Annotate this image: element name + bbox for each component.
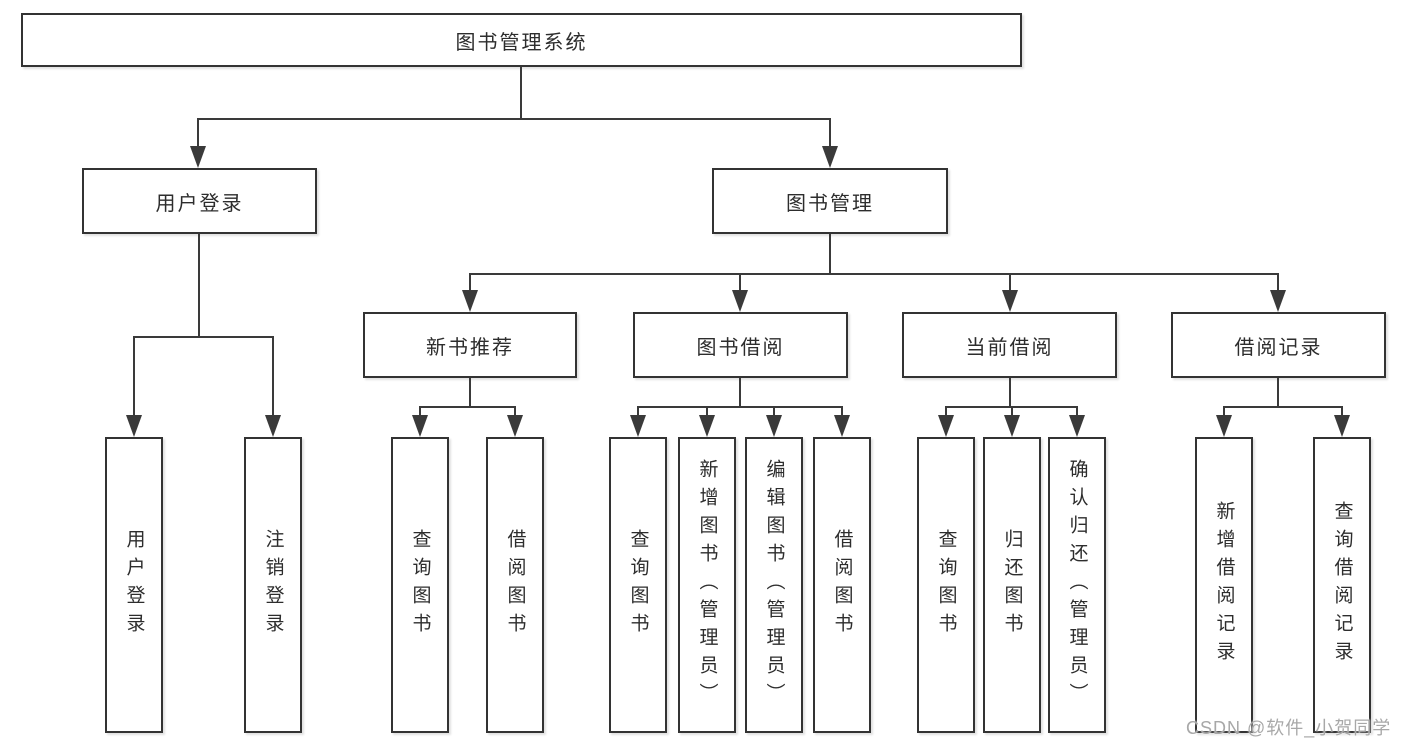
node-new-book-recommend: 新书推荐 bbox=[363, 312, 577, 378]
leaf-label: 借阅图书 bbox=[831, 529, 853, 641]
leaf-edit-books-admin: 编辑图书（管理员） bbox=[745, 437, 803, 733]
leaf-query-books-3: 查询图书 bbox=[917, 437, 975, 733]
leaf-label: 归还图书 bbox=[1001, 529, 1023, 641]
connector-line bbox=[739, 273, 741, 293]
csdn-watermark: CSDN @软件_小贺同学 bbox=[1186, 718, 1392, 738]
arrow-down-icon bbox=[834, 415, 850, 437]
arrow-down-icon bbox=[265, 415, 281, 437]
leaf-query-books-1: 查询图书 bbox=[391, 437, 449, 733]
arrow-down-icon bbox=[732, 290, 748, 312]
connector-line bbox=[469, 273, 471, 293]
leaf-logout: 注销登录 bbox=[244, 437, 302, 733]
leaf-add-borrow-record: 新增借阅记录 bbox=[1195, 437, 1253, 733]
connector-line bbox=[419, 406, 421, 418]
connector-line bbox=[1341, 406, 1343, 418]
leaf-label: 新增图书（管理员） bbox=[696, 459, 718, 711]
connector-line bbox=[272, 336, 274, 417]
connector-line bbox=[1009, 273, 1011, 293]
leaf-label: 用户登录 bbox=[123, 529, 145, 641]
leaf-label: 确认归还（管理员） bbox=[1066, 459, 1088, 711]
connector-line bbox=[469, 273, 1279, 275]
node-root-library-system: 图书管理系统 bbox=[21, 13, 1022, 67]
connector-line bbox=[197, 118, 831, 120]
arrow-down-icon bbox=[1069, 415, 1085, 437]
leaf-label: 新增借阅记录 bbox=[1213, 501, 1235, 669]
connector-line bbox=[739, 378, 741, 406]
connector-line bbox=[637, 406, 843, 408]
connector-line bbox=[419, 406, 516, 408]
leaf-label: 借阅图书 bbox=[504, 529, 526, 641]
connector-line bbox=[1277, 273, 1279, 293]
node-current-borrowing: 当前借阅 bbox=[902, 312, 1117, 378]
leaf-confirm-return-admin: 确认归还（管理员） bbox=[1048, 437, 1106, 733]
connector-line bbox=[1223, 406, 1343, 408]
connector-line bbox=[945, 406, 947, 418]
connector-line bbox=[198, 234, 200, 336]
arrow-down-icon bbox=[630, 415, 646, 437]
node-user-login: 用户登录 bbox=[82, 168, 317, 234]
connector-line bbox=[1011, 406, 1013, 418]
arrow-down-icon bbox=[938, 415, 954, 437]
arrow-down-icon bbox=[462, 290, 478, 312]
arrow-down-icon bbox=[190, 146, 206, 168]
arrow-down-icon bbox=[766, 415, 782, 437]
arrow-down-icon bbox=[507, 415, 523, 437]
arrow-down-icon bbox=[1002, 290, 1018, 312]
arrow-down-icon bbox=[822, 146, 838, 168]
leaf-borrow-books-2: 借阅图书 bbox=[813, 437, 871, 733]
connector-line bbox=[133, 336, 274, 338]
connector-line bbox=[520, 67, 522, 118]
leaf-label: 查询图书 bbox=[627, 529, 649, 641]
leaf-label: 编辑图书（管理员） bbox=[763, 459, 785, 711]
connector-line bbox=[829, 118, 831, 148]
connector-line bbox=[1223, 406, 1225, 418]
connector-line bbox=[469, 378, 471, 406]
leaf-label: 查询图书 bbox=[409, 529, 431, 641]
connector-line bbox=[637, 406, 639, 418]
connector-line bbox=[133, 336, 135, 417]
connector-line bbox=[829, 234, 831, 273]
node-book-management: 图书管理 bbox=[712, 168, 948, 234]
leaf-query-books-2: 查询图书 bbox=[609, 437, 667, 733]
connector-line bbox=[1277, 378, 1279, 406]
leaf-add-books-admin: 新增图书（管理员） bbox=[678, 437, 736, 733]
leaf-label: 注销登录 bbox=[262, 529, 284, 641]
connector-line bbox=[773, 406, 775, 418]
leaf-label: 查询借阅记录 bbox=[1331, 501, 1353, 669]
arrow-down-icon bbox=[1004, 415, 1020, 437]
connector-line bbox=[706, 406, 708, 418]
node-borrowing-records: 借阅记录 bbox=[1171, 312, 1386, 378]
arrow-down-icon bbox=[126, 415, 142, 437]
leaf-label: 查询图书 bbox=[935, 529, 957, 641]
leaf-return-books: 归还图书 bbox=[983, 437, 1041, 733]
connector-line bbox=[1009, 378, 1011, 406]
arrow-down-icon bbox=[699, 415, 715, 437]
connector-line bbox=[841, 406, 843, 418]
connector-line bbox=[197, 118, 199, 148]
leaf-user-login: 用户登录 bbox=[105, 437, 163, 733]
connector-line bbox=[1076, 406, 1078, 418]
leaf-borrow-books-1: 借阅图书 bbox=[486, 437, 544, 733]
arrow-down-icon bbox=[1216, 415, 1232, 437]
leaf-query-borrow-record: 查询借阅记录 bbox=[1313, 437, 1371, 733]
arrow-down-icon bbox=[412, 415, 428, 437]
arrow-down-icon bbox=[1334, 415, 1350, 437]
arrow-down-icon bbox=[1270, 290, 1286, 312]
connector-line bbox=[514, 406, 516, 418]
node-book-borrowing: 图书借阅 bbox=[633, 312, 848, 378]
